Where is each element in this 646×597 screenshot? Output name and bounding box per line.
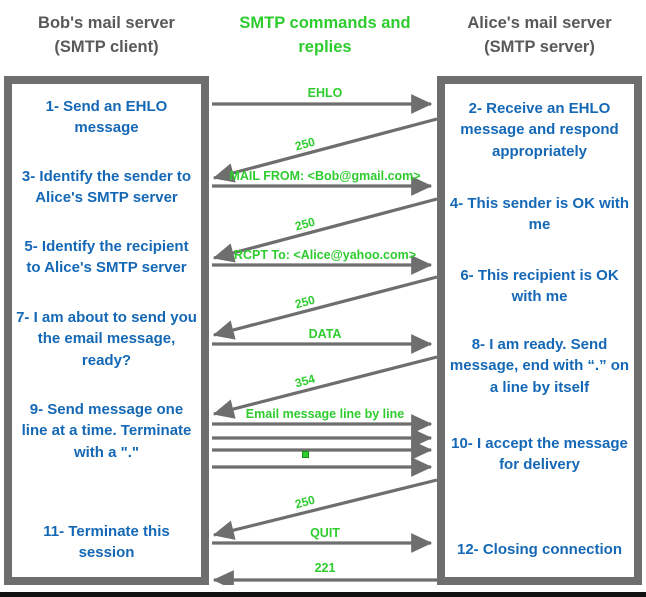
server-step-list: 2- Receive an EHLO message and respond a… — [445, 84, 634, 577]
server-step-2: 2- Receive an EHLO message and respond a… — [460, 100, 619, 160]
arrow-250-mail-from — [212, 197, 438, 263]
client-step-list: 1- Send an EHLO message 3- Identify the … — [12, 84, 201, 577]
label-rcpt-to: RCPT To: <Alice@yahoo.com> — [233, 248, 417, 262]
server-step-4: 4- This sender is OK with me — [449, 195, 630, 234]
label-data: DATA — [308, 327, 342, 341]
label-mail-from: MAIL FROM: <Bob@gmail.com> — [229, 169, 421, 183]
client-step-9: 9- Send message one line at a time. Term… — [21, 401, 192, 461]
server-step-8: 8- I am ready. Send message, end with “.… — [449, 336, 630, 396]
label-221: 221 — [314, 561, 336, 575]
server-header-line2: (SMTP server) — [484, 37, 595, 56]
label-quit: QUIT — [310, 526, 340, 540]
message-channel: EHLO 250 MAIL FROM: <Bob@gmail.com> 250 … — [209, 76, 441, 585]
arrow-layer — [212, 94, 438, 585]
arrow-250-rcpt-to — [212, 275, 438, 340]
protocol-header-line1: SMTP commands and — [239, 14, 411, 32]
arrow-354 — [212, 355, 438, 419]
bottom-rule — [0, 592, 646, 597]
server-header-line1: Alice's mail server — [467, 14, 612, 32]
client-step-7: 7- I am about to send you the email mess… — [16, 309, 197, 369]
client-header-line1: Bob's mail server — [38, 14, 175, 32]
arrow-250-ehlo — [212, 117, 438, 183]
column-header-protocol: SMTP commands and replies — [213, 12, 437, 60]
column-header-client: Bob's mail server (SMTP client) — [4, 12, 209, 60]
server-step-6: 6- This recipient is OK with me — [460, 267, 619, 306]
arrow-250-message — [212, 478, 438, 540]
client-step-3: 3- Identify the sender to Alice's SMTP s… — [21, 168, 192, 207]
column-header-server: Alice's mail server (SMTP server) — [437, 12, 642, 60]
protocol-header-line2: replies — [298, 37, 352, 56]
message-terminator-dot-icon — [302, 451, 309, 458]
label-email-body: Email message line by line — [245, 407, 405, 421]
server-step-12: 12- Closing connection — [456, 541, 622, 558]
client-step-1: 1- Send an EHLO message — [45, 98, 168, 137]
label-ehlo: EHLO — [307, 86, 343, 100]
server-endpoint-box: 2- Receive an EHLO message and respond a… — [437, 76, 642, 585]
client-header-line2: (SMTP client) — [54, 37, 159, 56]
client-step-11: 11- Terminate this session — [43, 523, 170, 562]
client-step-5: 5- Identify the recipient to Alice's SMT… — [24, 238, 189, 277]
server-step-10: 10- I accept the message for delivery — [451, 435, 628, 474]
client-endpoint-box: 1- Send an EHLO message 3- Identify the … — [4, 76, 209, 585]
